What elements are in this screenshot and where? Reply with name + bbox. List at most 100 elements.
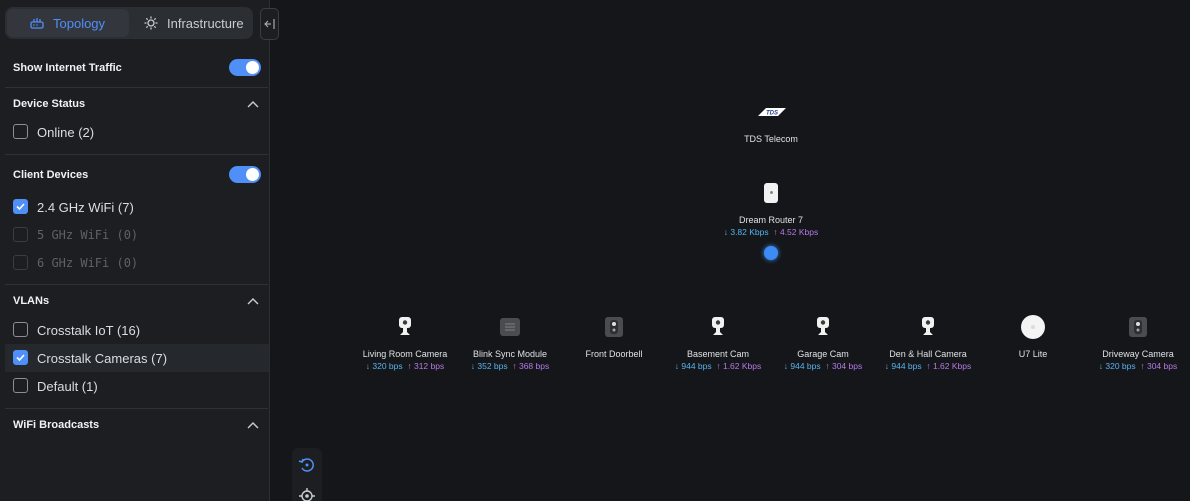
client-rates: ↓ 320 bps ↑ 312 bps bbox=[340, 361, 470, 371]
check-icon bbox=[16, 203, 25, 211]
client-upload-rate: ↑ 304 bps bbox=[825, 361, 863, 371]
24ghz-wifi-label: 2.4 GHz WiFi (7) bbox=[37, 199, 134, 215]
router-port-node bbox=[764, 246, 778, 260]
divider bbox=[5, 408, 268, 409]
online-checkbox[interactable] bbox=[13, 124, 28, 139]
locate-icon[interactable] bbox=[298, 487, 316, 501]
client-download-rate: ↓ 944 bps bbox=[783, 361, 821, 371]
client-upload-rate: ↑ 312 bps bbox=[407, 361, 445, 371]
client-node[interactable] bbox=[497, 314, 523, 340]
vlans-header[interactable]: VLANs bbox=[0, 287, 269, 315]
tab-infrastructure-label: Infrastructure bbox=[167, 15, 244, 31]
tab-topology[interactable]: Topology bbox=[7, 9, 129, 37]
client-rates: ↓ 944 bps ↑ 1.62 Kbps bbox=[653, 361, 783, 371]
client-node[interactable] bbox=[705, 314, 731, 340]
client-devices-toggle[interactable] bbox=[229, 166, 261, 183]
canvas-toolbar bbox=[292, 448, 322, 501]
doorbell-icon bbox=[1129, 317, 1147, 337]
client-download-rate: ↓ 320 bps bbox=[1098, 361, 1136, 371]
wifi-broadcasts-header[interactable]: WiFi Broadcasts bbox=[0, 411, 269, 439]
check-icon bbox=[16, 354, 25, 362]
client-node[interactable] bbox=[915, 314, 941, 340]
reset-view-icon[interactable] bbox=[298, 456, 316, 474]
divider bbox=[5, 284, 268, 285]
crosstalk-cameras-label: Crosstalk Cameras (7) bbox=[37, 350, 168, 366]
tab-infrastructure[interactable]: Infrastructure bbox=[133, 9, 251, 37]
doorbell-icon bbox=[605, 317, 623, 337]
filter-vlan-crosstalk-iot[interactable]: Crosstalk IoT (16) bbox=[0, 316, 269, 344]
client-devices-title: Client Devices bbox=[13, 169, 89, 181]
client-download-rate: ↓ 352 bps bbox=[470, 361, 508, 371]
client-download-rate: ↓ 944 bps bbox=[884, 361, 922, 371]
device-status-header[interactable]: Device Status bbox=[0, 90, 269, 118]
tab-topology-label: Topology bbox=[53, 15, 106, 31]
client-upload-rate: ↑ 1.62 Kbps bbox=[926, 361, 972, 371]
router-name: Dream Router 7 bbox=[738, 215, 804, 225]
client-devices-header: Client Devices bbox=[0, 161, 269, 189]
camera-icon bbox=[922, 317, 934, 335]
5ghz-wifi-label: 5 GHz WiFi (0) bbox=[37, 228, 139, 242]
vlans-title: VLANs bbox=[13, 295, 50, 307]
client-rates: ↓ 320 bps ↑ 304 bps bbox=[1073, 361, 1190, 371]
show-internet-traffic-row: Show Internet Traffic bbox=[0, 54, 269, 82]
device-status-title: Device Status bbox=[13, 98, 86, 110]
router-node[interactable] bbox=[764, 183, 778, 203]
24ghz-wifi-checkbox[interactable] bbox=[13, 199, 28, 214]
chevron-up-icon[interactable] bbox=[247, 421, 259, 429]
5ghz-wifi-checkbox bbox=[13, 227, 28, 242]
6ghz-wifi-checkbox bbox=[13, 255, 28, 270]
camera-icon bbox=[712, 317, 724, 335]
client-download-rate: ↓ 320 bps bbox=[365, 361, 403, 371]
infrastructure-icon bbox=[144, 16, 158, 30]
filter-online[interactable]: Online (2) bbox=[0, 118, 269, 146]
camera-icon bbox=[817, 317, 829, 335]
isp-name: TDS Telecom bbox=[744, 134, 798, 144]
filters-sidebar: Topology Infrastructure Show Internet Tr… bbox=[0, 0, 270, 501]
access-point-icon bbox=[1021, 315, 1045, 339]
filter-vlan-crosstalk-cameras[interactable]: Crosstalk Cameras (7) bbox=[0, 344, 269, 372]
isp-node[interactable]: TDS bbox=[756, 104, 786, 122]
svg-text:TDS: TDS bbox=[766, 111, 778, 117]
client-node[interactable] bbox=[601, 314, 627, 340]
client-upload-rate: ↑ 1.62 Kbps bbox=[716, 361, 762, 371]
client-upload-rate: ↑ 368 bps bbox=[512, 361, 550, 371]
client-name: Driveway Camera bbox=[1102, 349, 1174, 359]
hover-highlight bbox=[5, 344, 269, 372]
filter-24ghz-wifi[interactable]: 2.4 GHz WiFi (7) bbox=[0, 193, 269, 221]
client-rates: ↓ 944 bps ↑ 304 bps bbox=[758, 361, 888, 371]
sync-module-icon bbox=[500, 318, 520, 336]
router-rates: ↓ 3.82 Kbps ↑ 4.52 Kbps bbox=[706, 227, 836, 237]
client-rates: ↓ 944 bps ↑ 1.62 Kbps bbox=[863, 361, 993, 371]
client-node[interactable] bbox=[1125, 314, 1151, 340]
divider bbox=[5, 154, 268, 155]
crosstalk-cameras-checkbox[interactable] bbox=[13, 350, 28, 365]
filter-5ghz-wifi: 5 GHz WiFi (0) bbox=[0, 221, 269, 249]
view-tabs: Topology Infrastructure bbox=[5, 7, 253, 39]
router-icon bbox=[770, 191, 773, 194]
collapse-sidebar-button[interactable] bbox=[260, 8, 279, 40]
filter-vlan-default[interactable]: Default (1) bbox=[0, 372, 269, 400]
online-label: Online (2) bbox=[37, 124, 95, 140]
chevron-up-icon[interactable] bbox=[247, 297, 259, 305]
client-name: Front Doorbell bbox=[585, 349, 643, 359]
client-rates: ↓ 352 bps ↑ 368 bps bbox=[445, 361, 575, 371]
client-node[interactable] bbox=[392, 314, 418, 340]
default-vlan-checkbox[interactable] bbox=[13, 378, 28, 393]
client-name: Blink Sync Module bbox=[472, 349, 548, 359]
crosstalk-iot-label: Crosstalk IoT (16) bbox=[37, 322, 141, 338]
wifi-broadcasts-title: WiFi Broadcasts bbox=[13, 419, 100, 431]
client-name: Den & Hall Camera bbox=[889, 349, 967, 359]
show-internet-traffic-toggle[interactable] bbox=[229, 59, 261, 76]
6ghz-wifi-label: 6 GHz WiFi (0) bbox=[37, 256, 139, 270]
chevron-up-icon[interactable] bbox=[247, 100, 259, 108]
crosstalk-iot-checkbox[interactable] bbox=[13, 322, 28, 337]
client-node[interactable] bbox=[1020, 314, 1046, 340]
tds-logo-icon: TDS bbox=[758, 108, 786, 117]
filter-6ghz-wifi: 6 GHz WiFi (0) bbox=[0, 249, 269, 277]
divider bbox=[5, 87, 268, 88]
client-upload-rate: ↑ 304 bps bbox=[1140, 361, 1178, 371]
client-node[interactable] bbox=[810, 314, 836, 340]
router-upload-rate: ↑ 4.52 Kbps bbox=[773, 227, 819, 237]
